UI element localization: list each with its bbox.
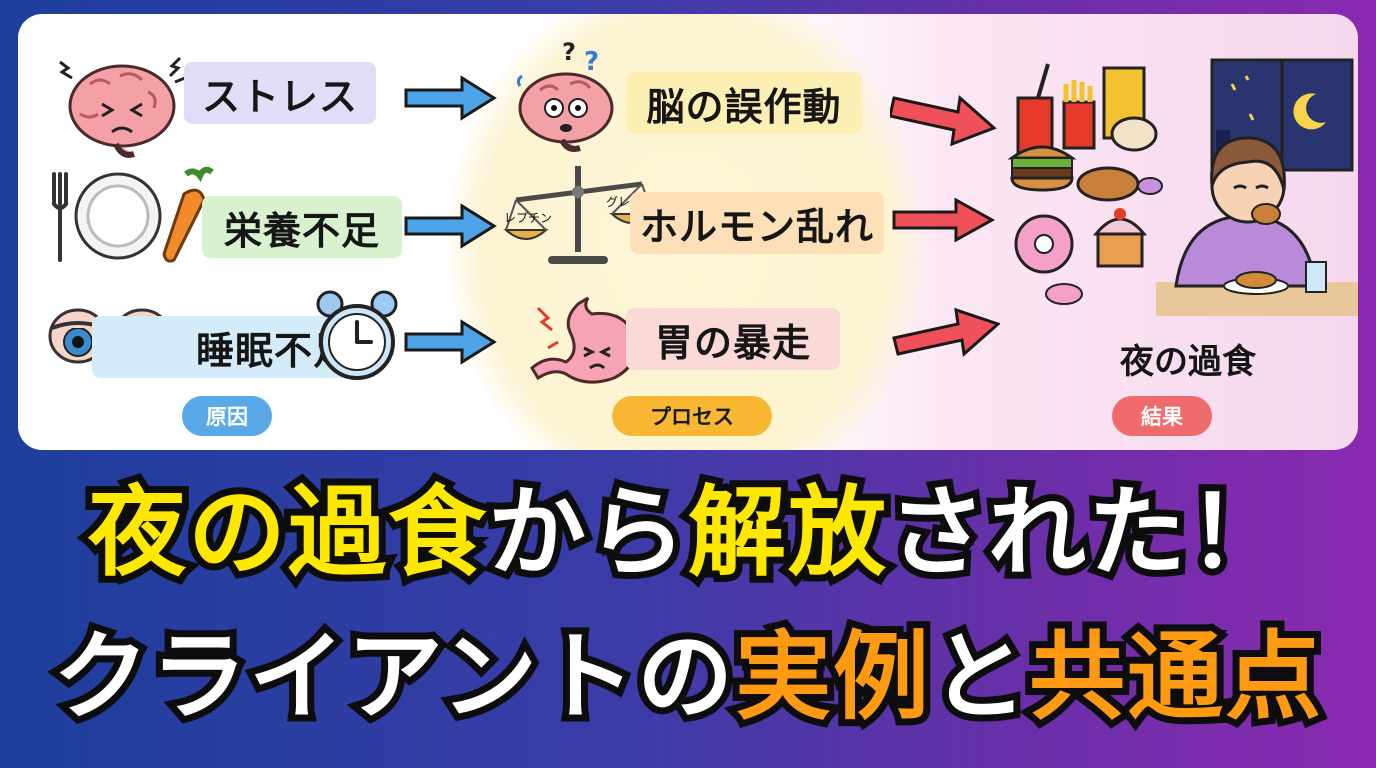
headline-from: から — [481, 469, 693, 597]
badge-process: プロセス — [612, 396, 772, 436]
arrow-brain-to-result — [890, 95, 997, 147]
cause-pill-nutrition: 栄養不足 — [202, 196, 402, 258]
arrow-stress-to-brain — [404, 75, 497, 121]
confused-brain-icon: ? ? — [516, 38, 614, 152]
alarm-clock-icon — [316, 290, 398, 380]
headline-examples: 実例 — [728, 614, 936, 740]
arrow-hormone-to-result — [892, 197, 996, 243]
question-mark-black: ? — [562, 38, 576, 66]
arrow-nutrition-to-hormone — [404, 203, 497, 249]
scale-label-leptin: レプチン — [504, 211, 552, 225]
diagram-panel: ストレス 栄養不足 睡眠不足 — [18, 14, 1358, 450]
headline-clients: クライアントの — [46, 614, 740, 740]
process-pill-hormone: ホルモン乱れ — [630, 192, 884, 254]
process-pill-stomach: 胃の暴走 — [626, 308, 840, 370]
cause-pill-stress: ストレス — [184, 62, 376, 124]
badge-cause-label: 原因 — [206, 405, 248, 429]
badge-result: 結果 — [1112, 396, 1212, 436]
cause-label-nutrition: 栄養不足 — [223, 208, 380, 253]
headline-common-points: 共通点 — [1022, 614, 1328, 740]
badge-result-label: 結果 — [1141, 405, 1183, 429]
badge-process-label: プロセス — [650, 405, 734, 429]
headline-line-1: 夜の過食から解放された！ — [0, 468, 1376, 598]
cause-label-stress: ストレス — [201, 74, 358, 119]
headline-line-2: クライアントの実例と共通点 — [0, 612, 1376, 742]
badge-cause: 原因 — [182, 396, 272, 436]
headline-liberation: 解放 — [681, 469, 893, 597]
process-label-stomach: 胃の暴走 — [654, 320, 811, 365]
stressed-brain-icon — [59, 56, 186, 158]
question-mark-blue: ? — [584, 47, 599, 77]
process-label-brain: 脳の誤作動 — [646, 84, 842, 129]
headline-night-overeating: 夜の過食 — [81, 469, 493, 597]
junk-food-pile-icon — [1007, 63, 1163, 305]
empty-plate-icon — [52, 166, 214, 263]
arrow-sleep-to-stomach — [404, 319, 497, 365]
process-pill-brain: 脳の誤作動 — [626, 72, 862, 134]
headline-was-freed: された！ — [881, 469, 1293, 597]
upset-stomach-icon — [530, 296, 638, 384]
process-label-hormone: ホルモン乱れ — [639, 204, 874, 249]
arrow-stomach-to-result — [892, 307, 1000, 357]
result-label: 夜の過食 — [1120, 342, 1256, 382]
night-eating-person-icon — [1156, 58, 1358, 316]
headline-and: と — [924, 614, 1034, 740]
